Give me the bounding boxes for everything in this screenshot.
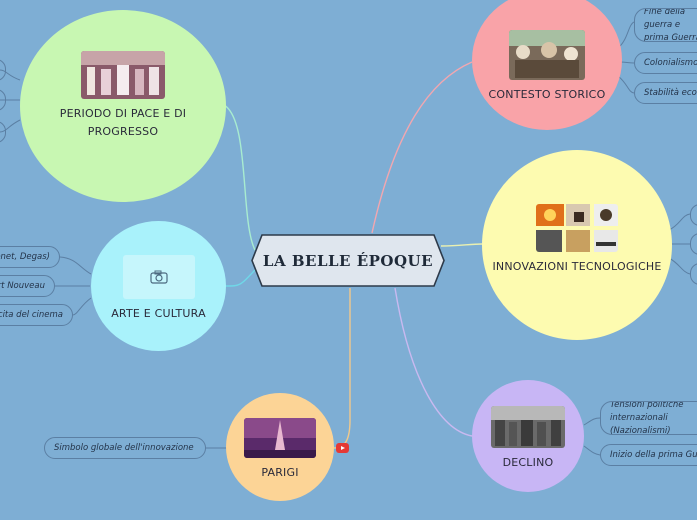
leaf-text: La nascita del cinema — [0, 310, 63, 320]
central-topic[interactable]: LA BELLE ÉPOQUE — [250, 233, 446, 288]
node-label: PERIODO DI PACE E DI PROGRESSO — [53, 105, 193, 141]
node-label: DECLINO — [503, 454, 554, 472]
node-declino[interactable]: DECLINO — [472, 380, 584, 492]
node-label: PARIGI — [261, 464, 298, 482]
image-placeholder — [123, 255, 195, 299]
eiffel-tower-thumbnail — [244, 418, 316, 458]
leaf-text: Tensioni politiche internazionali (Nazio… — [610, 401, 697, 435]
inventions-collage-thumbnail — [536, 204, 618, 252]
leaf-text: Inizio della prima Guerra Mondiale — [610, 450, 697, 460]
leaf-text: Stabilità economica — [644, 88, 697, 98]
crowd-photo-thumbnail — [491, 406, 565, 448]
leaf-nascita-cinema[interactable]: La nascita del cinema — [0, 304, 73, 326]
ballroom-painting-thumbnail — [81, 51, 165, 99]
leaf-art-nouveau[interactable]: Art Nouveau — [0, 275, 55, 297]
youtube-play-icon[interactable] — [336, 443, 349, 453]
historical-photo-thumbnail — [509, 30, 585, 80]
leaf-text: Art Nouveau — [0, 281, 45, 291]
leaf-fine-della-guerra[interactable]: Fine della guerra e prima Guerra — [634, 8, 697, 42]
leaf-text: Simbolo globale dell'innovazione — [54, 443, 194, 453]
node-periodo-di-pace[interactable]: PERIODO DI PACE E DI PROGRESSO — [20, 10, 226, 202]
central-topic-title: LA BELLE ÉPOQUE — [250, 233, 446, 288]
node-innovazioni-tecnologiche[interactable]: INNOVAZIONI TECNOLOGICHE — [482, 150, 672, 340]
leaf-inizio-guerra[interactable]: Inizio della prima Guerra Mondiale — [600, 444, 697, 466]
node-label: INNOVAZIONI TECNOLOGICHE — [492, 258, 661, 276]
leaf-stabilita-economica[interactable]: Stabilità economica — [634, 82, 697, 104]
leaf-monet-degas[interactable]: (Monet, Degas) — [0, 246, 60, 268]
node-arte-e-cultura[interactable]: ARTE E CULTURA — [91, 221, 226, 351]
leaf-text: (Monet, Degas) — [0, 252, 50, 262]
leaf-simbolo-globale[interactable]: Simbolo globale dell'innovazione — [44, 437, 206, 459]
leaf-text: Fine della guerra e prima Guerra — [644, 8, 697, 42]
node-parigi[interactable]: PARIGI — [226, 393, 334, 501]
leaf-tensioni-politiche[interactable]: Tensioni politiche internazionali (Nazio… — [600, 401, 697, 435]
camera-icon — [150, 270, 168, 284]
leaf-colonialismo[interactable]: Colonialismo — [634, 52, 697, 74]
leaf-text: Colonialismo — [644, 58, 697, 68]
node-label: ARTE E CULTURA — [111, 305, 206, 323]
node-label: CONTESTO STORICO — [489, 86, 606, 104]
